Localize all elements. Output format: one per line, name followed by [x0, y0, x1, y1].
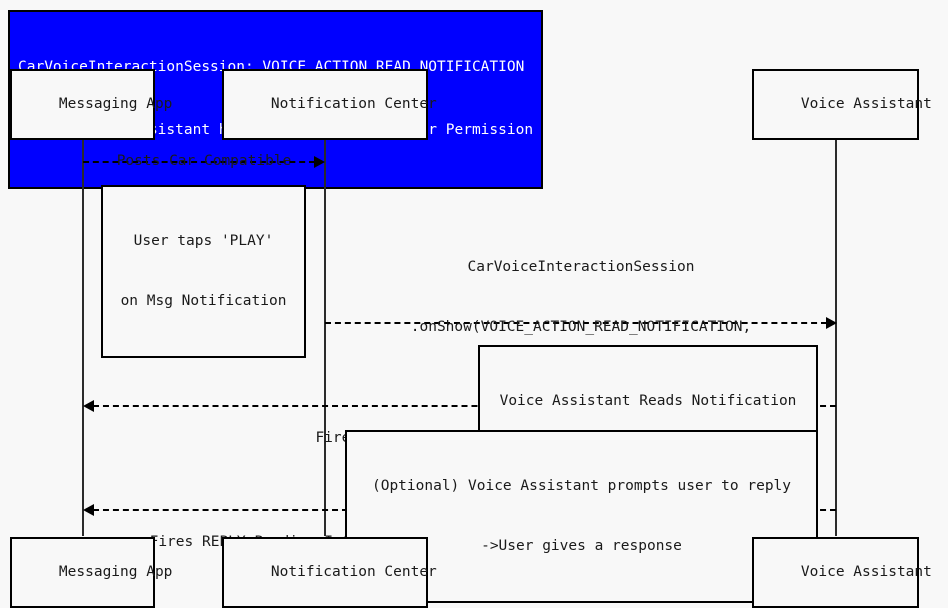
note-user-taps-play: User taps 'PLAY' on Msg Notification: [101, 185, 306, 358]
participant-footer-messaging-app[interactable]: Messaging App: [10, 537, 172, 608]
arrow-head-left: [83, 400, 94, 412]
sequence-diagram-canvas: CarVoiceInteractionSession: VOICE_ACTION…: [8, 10, 932, 608]
arrow-line: [83, 161, 315, 163]
arrow-head-right: [314, 156, 325, 168]
arrow-head-left: [83, 504, 94, 516]
arrow-line: [93, 405, 836, 407]
message-label-line-1: Posts Car Compatible: [116, 153, 292, 169]
message-arrow-on-show-voice-action-read-notification: [325, 317, 837, 329]
arrow-head-right: [826, 317, 837, 329]
participant-footer-notification-center[interactable]: Notification Center: [222, 537, 437, 608]
arrow-line: [325, 322, 827, 324]
note-voice-assistant-reads-notification-line-1: Voice Assistant Reads Notification: [499, 393, 797, 409]
participant-footer-voice-assistant-label: Voice Assistant: [800, 564, 932, 580]
participant-header-messaging-app[interactable]: Messaging App: [10, 69, 172, 140]
note-user-taps-play-line-2: on Msg Notification: [120, 293, 287, 309]
participant-header-voice-assistant[interactable]: Voice Assistant: [752, 69, 932, 140]
message-arrow-fires-mark-as-read-pending-intent: [83, 400, 836, 412]
participant-header-notification-center[interactable]: Notification Center: [222, 69, 437, 140]
message-label-line-1: CarVoiceInteractionSession: [467, 259, 695, 275]
participant-footer-notification-center-label: Notification Center: [270, 564, 437, 580]
participant-header-voice-assistant-label: Voice Assistant: [800, 96, 932, 112]
note-optional-line-1: (Optional) Voice Assistant prompts user …: [371, 478, 792, 494]
message-arrow-posts-car-compatible-messaging-notification: [83, 156, 325, 168]
lifeline-messaging-app: [82, 104, 84, 536]
participant-footer-messaging-app-label: Messaging App: [58, 564, 173, 580]
participant-footer-voice-assistant[interactable]: Voice Assistant: [752, 537, 932, 608]
message-label-line-2: .onShow(VOICE_ACTION_READ_NOTIFICATION,: [410, 319, 752, 335]
lifeline-notification-center: [324, 104, 326, 536]
note-user-taps-play-line-1: User taps 'PLAY': [133, 233, 274, 249]
participant-header-messaging-app-label: Messaging App: [58, 96, 173, 112]
note-optional-line-2: ->User gives a response: [481, 538, 682, 554]
participant-header-notification-center-label: Notification Center: [270, 96, 437, 112]
